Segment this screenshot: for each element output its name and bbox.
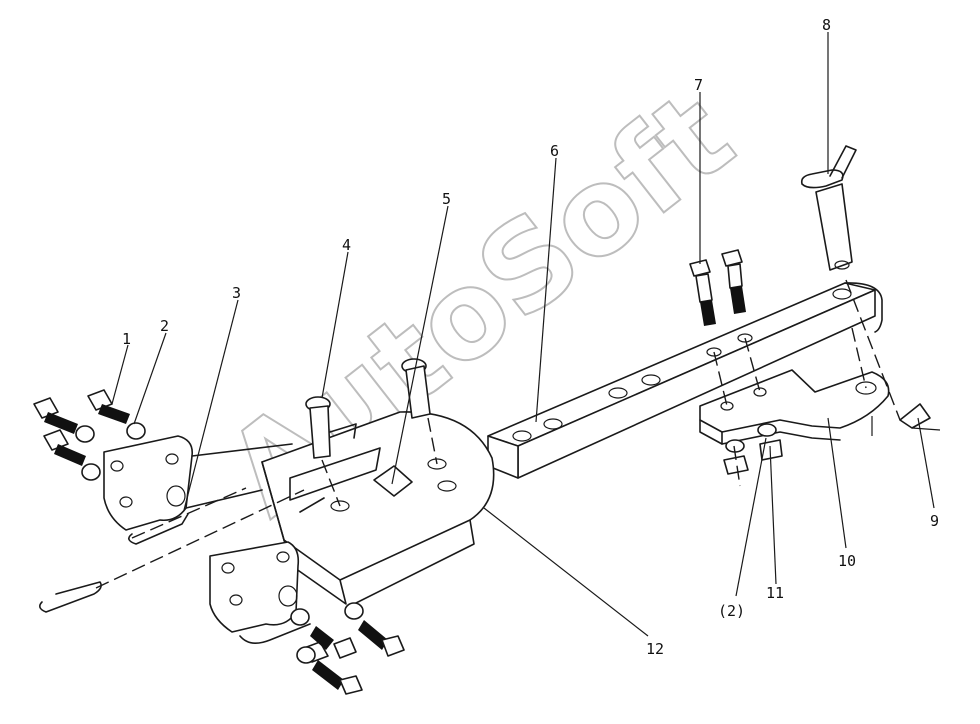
part-9-clip bbox=[899, 403, 941, 431]
callout-6: 6 bbox=[550, 142, 559, 160]
callout-3: 3 bbox=[232, 284, 241, 302]
callout-12: 12 bbox=[646, 640, 664, 658]
lynch-pin bbox=[38, 581, 102, 613]
lower-bracket bbox=[209, 541, 311, 644]
part-8-pin bbox=[800, 145, 857, 271]
callout-leaders bbox=[111, 32, 935, 637]
part-3-upper-bracket bbox=[103, 435, 293, 545]
callout-2-repeat: (2) bbox=[718, 602, 745, 620]
part-6-drawbar bbox=[487, 282, 883, 479]
callout-9: 9 bbox=[930, 512, 939, 530]
callout-10: 10 bbox=[838, 552, 856, 570]
callout-2: 2 bbox=[160, 317, 169, 335]
callout-8: 8 bbox=[822, 16, 831, 34]
part-11-nuts bbox=[723, 423, 783, 475]
callout-11: 11 bbox=[766, 584, 784, 602]
part-2-washers bbox=[75, 422, 364, 664]
part-7-bolts bbox=[689, 249, 746, 326]
callout-5: 5 bbox=[442, 190, 451, 208]
callout-4: 4 bbox=[342, 236, 351, 254]
callout-7: 7 bbox=[694, 76, 703, 94]
callout-1: 1 bbox=[122, 330, 131, 348]
part-5-pin bbox=[401, 358, 431, 419]
callout-labels: 1 2 3 4 5 6 7 8 9 10 11 12 (2) bbox=[122, 16, 939, 658]
assembly-axis-lines bbox=[95, 279, 901, 589]
part-10-clevis-plate bbox=[699, 369, 890, 445]
part-4-pin bbox=[305, 396, 331, 459]
